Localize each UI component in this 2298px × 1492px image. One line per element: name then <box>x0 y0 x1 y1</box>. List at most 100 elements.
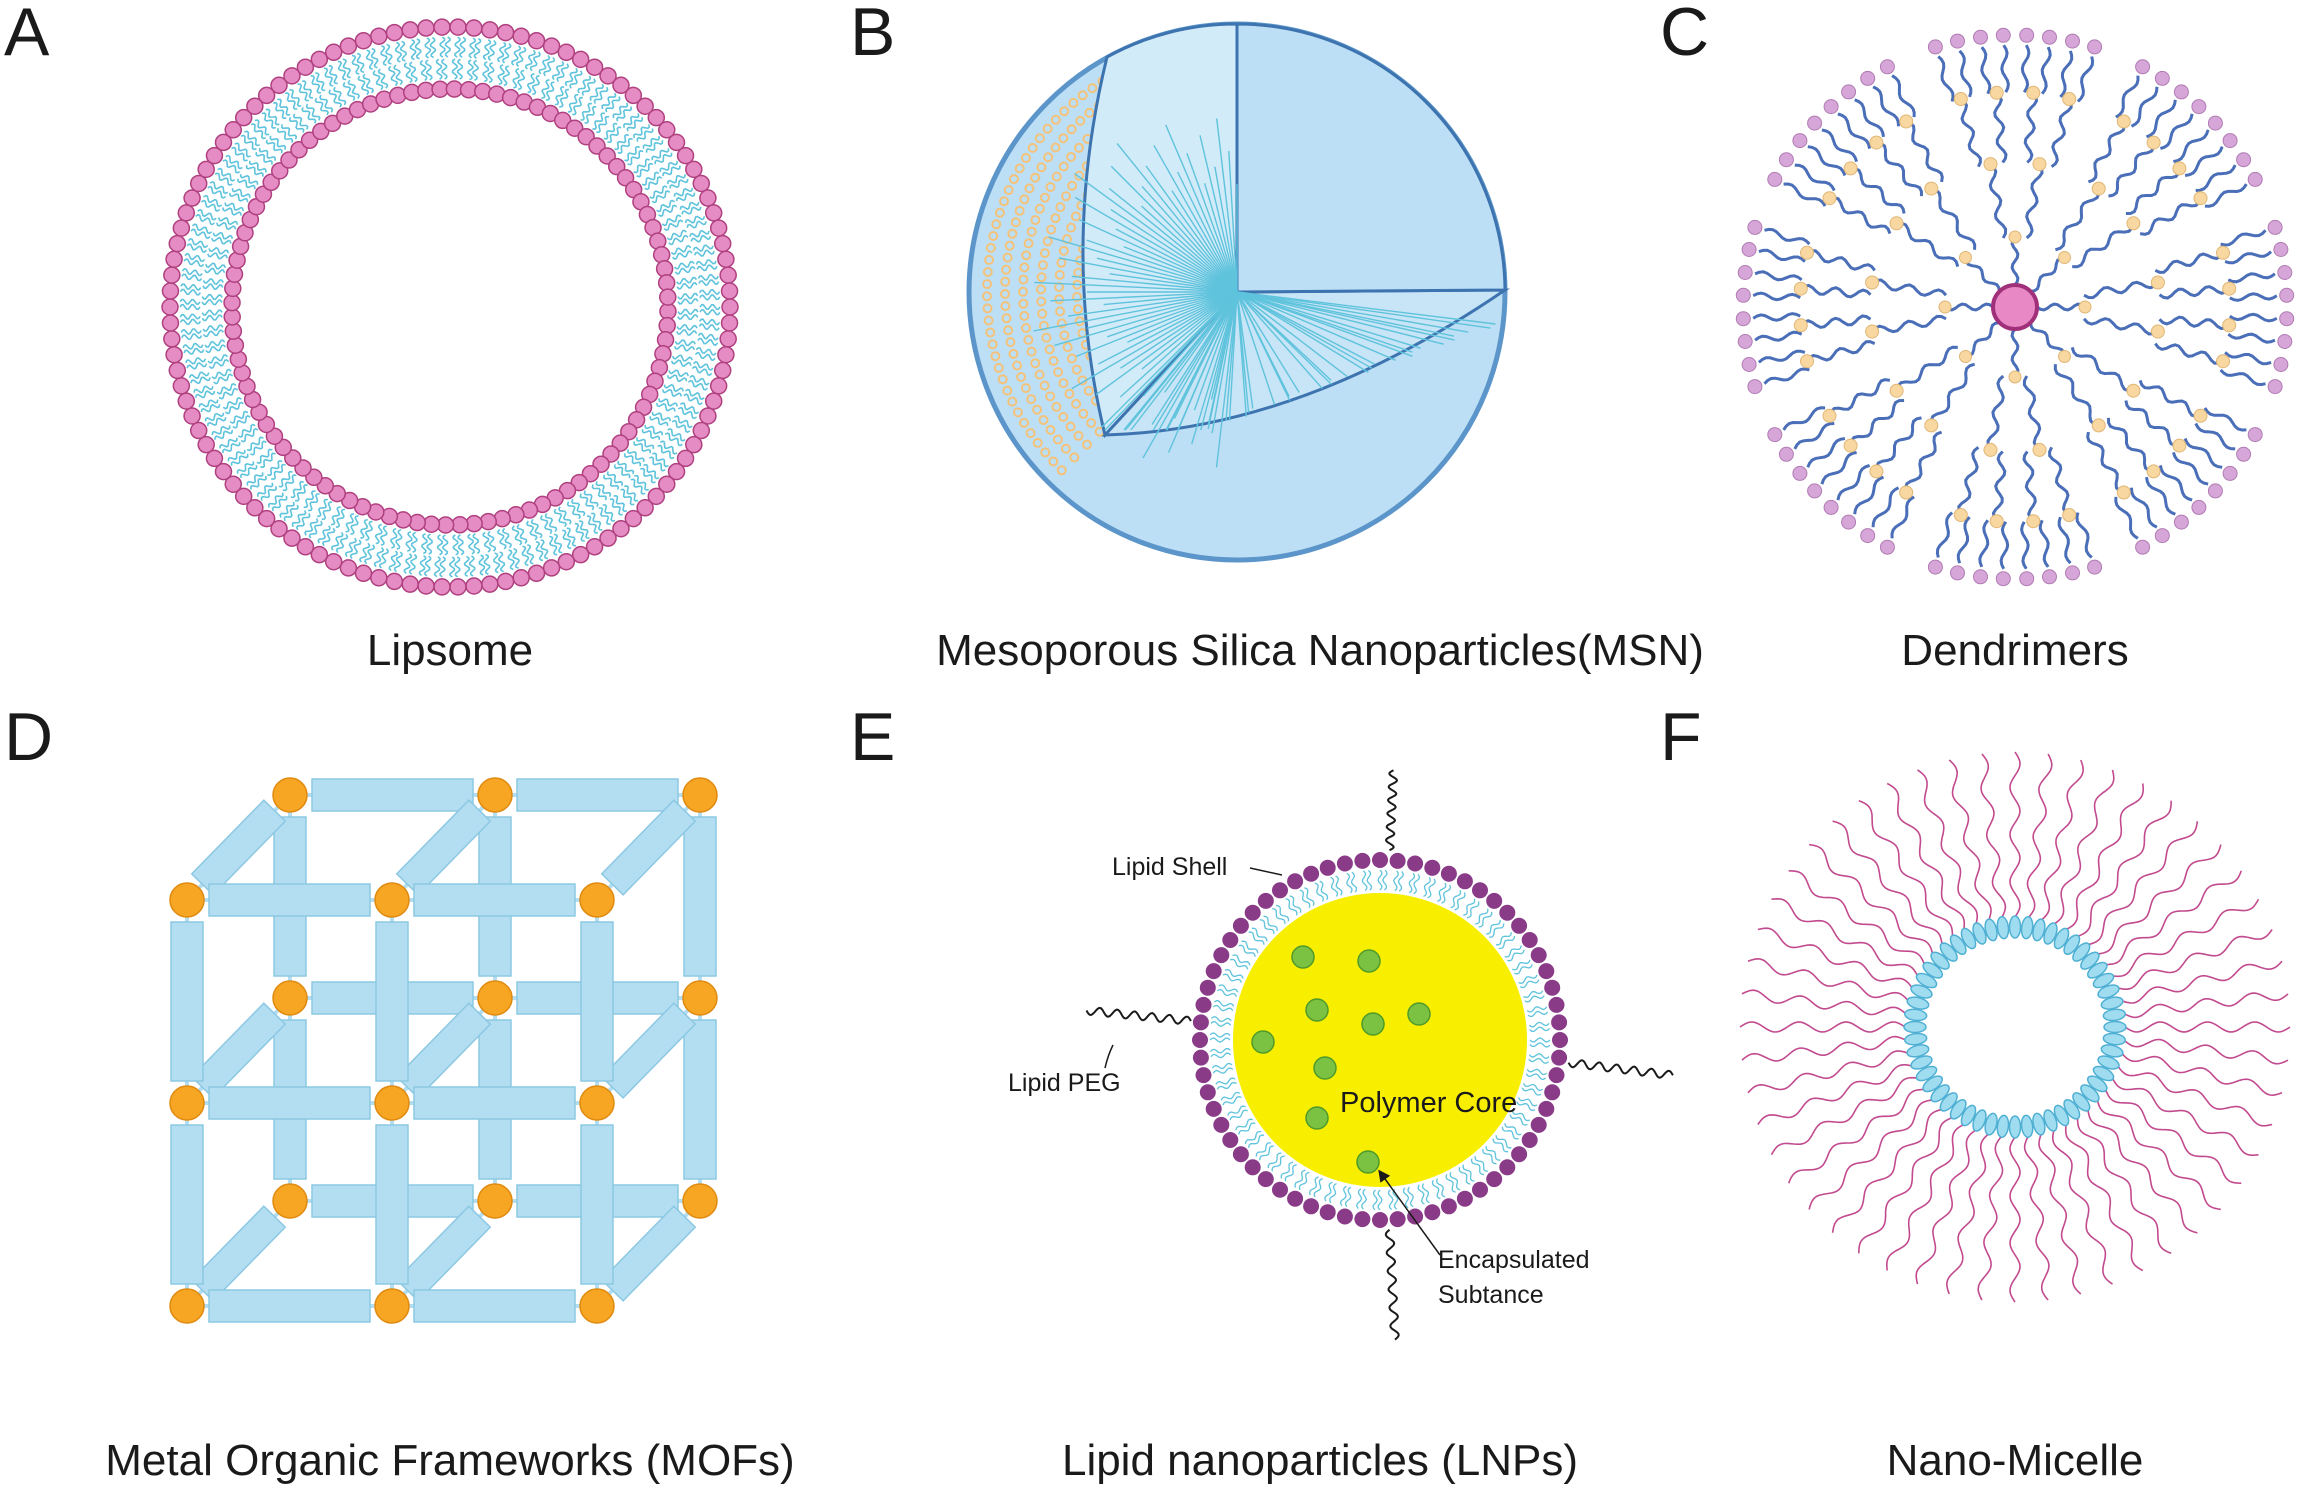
lipid-tail-inner <box>596 115 610 134</box>
lipid-tail-inner <box>350 515 359 535</box>
lipid-tail-outer <box>659 160 678 172</box>
mof-metal-node <box>579 882 615 918</box>
mof-linker <box>187 1086 392 1120</box>
lipid-tail-outer <box>695 259 717 267</box>
dendrimer-node <box>2032 157 2047 172</box>
msn-pore-dot <box>1055 306 1066 317</box>
dendrimer-branch <box>2138 379 2201 418</box>
lipid-tail-inner <box>666 229 687 241</box>
lipid-tail-outer <box>526 544 535 565</box>
lipid-tail-inner <box>457 534 465 556</box>
lnp-lipid-tail <box>1504 945 1522 958</box>
lnp-lipid-tail <box>1507 949 1525 962</box>
lipid-tail-outer <box>602 504 615 522</box>
lnp-lipid-tail <box>1512 959 1531 971</box>
lipid-tail-outer <box>359 542 371 563</box>
dendrimer-branch <box>2154 251 2225 274</box>
dendrimer-branch <box>2145 476 2176 516</box>
msn-pore-dot <box>1087 83 1098 94</box>
lnp-lipid-tail <box>1344 1186 1352 1208</box>
lipid-tail-inner <box>633 441 651 454</box>
msn-pore-dot <box>1060 443 1071 454</box>
msn-pore-dot <box>1039 380 1050 391</box>
lnp-lipid-tail <box>1350 871 1358 893</box>
lnp-lipid-tail <box>1501 1126 1519 1140</box>
lipid-tail-outer <box>328 64 338 85</box>
lipid-tail-inner <box>442 534 449 556</box>
msn-pore-dot <box>985 327 996 338</box>
lnp-lipid-tail <box>1463 898 1476 916</box>
lipid-tail-outer <box>684 215 706 224</box>
lipid-tail-inner <box>393 64 403 86</box>
micelle-head <box>2100 996 2124 1010</box>
dendrimer-node <box>2062 508 2077 522</box>
lnp-lipid-head <box>1552 1032 1568 1048</box>
dendrimer-branch <box>1752 291 1801 302</box>
msn-pore-dot <box>1001 264 1012 275</box>
lipid-tail-outer <box>673 415 693 429</box>
dendrimer-branch <box>1993 91 2008 164</box>
dendrimer-surface-group <box>2065 33 2080 49</box>
dendrimer-surface-group <box>2273 357 2289 372</box>
lipid-tail-outer <box>222 159 240 174</box>
msn-pore-dot <box>1030 172 1041 183</box>
lipid-head-outer <box>667 133 686 152</box>
dendrimer-surface-group <box>1778 446 1794 462</box>
lnp-lipid-tail <box>1474 1156 1488 1173</box>
msn-pore-dot <box>1003 325 1014 336</box>
dendrimer-node <box>2116 485 2131 500</box>
lipid-tail-outer <box>685 388 705 401</box>
lipid-tail-outer <box>553 533 563 554</box>
msn-pore-dot <box>1000 289 1010 299</box>
lnp-lipid-head <box>1244 904 1261 921</box>
lipid-tail-inner <box>627 149 644 166</box>
msn-pore-dot <box>1062 342 1073 353</box>
lnp-lipid-head <box>1336 855 1353 872</box>
lnp-lipid-tail <box>1393 870 1399 892</box>
micelle-head <box>2063 1098 2081 1120</box>
msn-channel <box>1068 291 1238 317</box>
msn-channel <box>1098 291 1238 365</box>
lnp-lipid-head <box>1486 1171 1503 1188</box>
lipid-tail-outer <box>497 551 506 573</box>
dendrimer-surface-group <box>1747 379 1763 395</box>
lipid-head-outer <box>417 19 435 37</box>
dendrimer-branch <box>1871 486 1900 528</box>
lnp-lipid-tail <box>1217 989 1238 997</box>
lipid-tail-outer <box>501 42 512 64</box>
lipid-head-outer <box>720 314 739 332</box>
lipid-tail-inner <box>405 530 413 553</box>
lipid-tail-inner <box>205 344 227 354</box>
lipid-tail-inner <box>232 415 251 429</box>
lnp-lipid-tail <box>1314 882 1324 902</box>
msn-channel <box>1103 291 1238 306</box>
dendrimer-branch <box>1895 345 1958 392</box>
lipid-tail-inner <box>250 440 267 456</box>
mof-linker <box>683 998 717 1201</box>
dendrimer-surface-group <box>2207 115 2223 131</box>
lipid-tail-outer <box>449 556 456 578</box>
lipid-tail-outer <box>581 78 596 96</box>
msn-pore-dot <box>1012 360 1022 371</box>
liposome-bilayer-tails <box>179 36 721 578</box>
dendrimer-node <box>1989 85 2004 100</box>
lipid-head-outer <box>699 189 717 207</box>
lipid-tail-inner <box>658 398 678 407</box>
lipid-tail-inner <box>288 117 305 133</box>
micelle-head <box>2053 1104 2070 1127</box>
lipid-tail-inner <box>567 93 579 113</box>
lipid-tail-inner <box>497 528 507 550</box>
lnp-lipid-head <box>1195 996 1212 1013</box>
lipid-tail-inner <box>374 523 383 545</box>
lipid-tail-outer <box>673 187 694 197</box>
lipid-tail-inner <box>526 520 538 541</box>
msn-pore-dot <box>1024 183 1035 194</box>
lnp-lipid-head <box>1372 1212 1388 1228</box>
lipid-head-outer <box>658 121 676 139</box>
msn-channel <box>1058 257 1238 293</box>
lipid-tail-outer <box>187 238 209 249</box>
lipid-tail-inner <box>216 221 237 231</box>
dendrimer-branch <box>2107 417 2154 473</box>
lipid-head-outer <box>205 449 224 468</box>
lnp-lipid-tail <box>1372 1189 1378 1211</box>
